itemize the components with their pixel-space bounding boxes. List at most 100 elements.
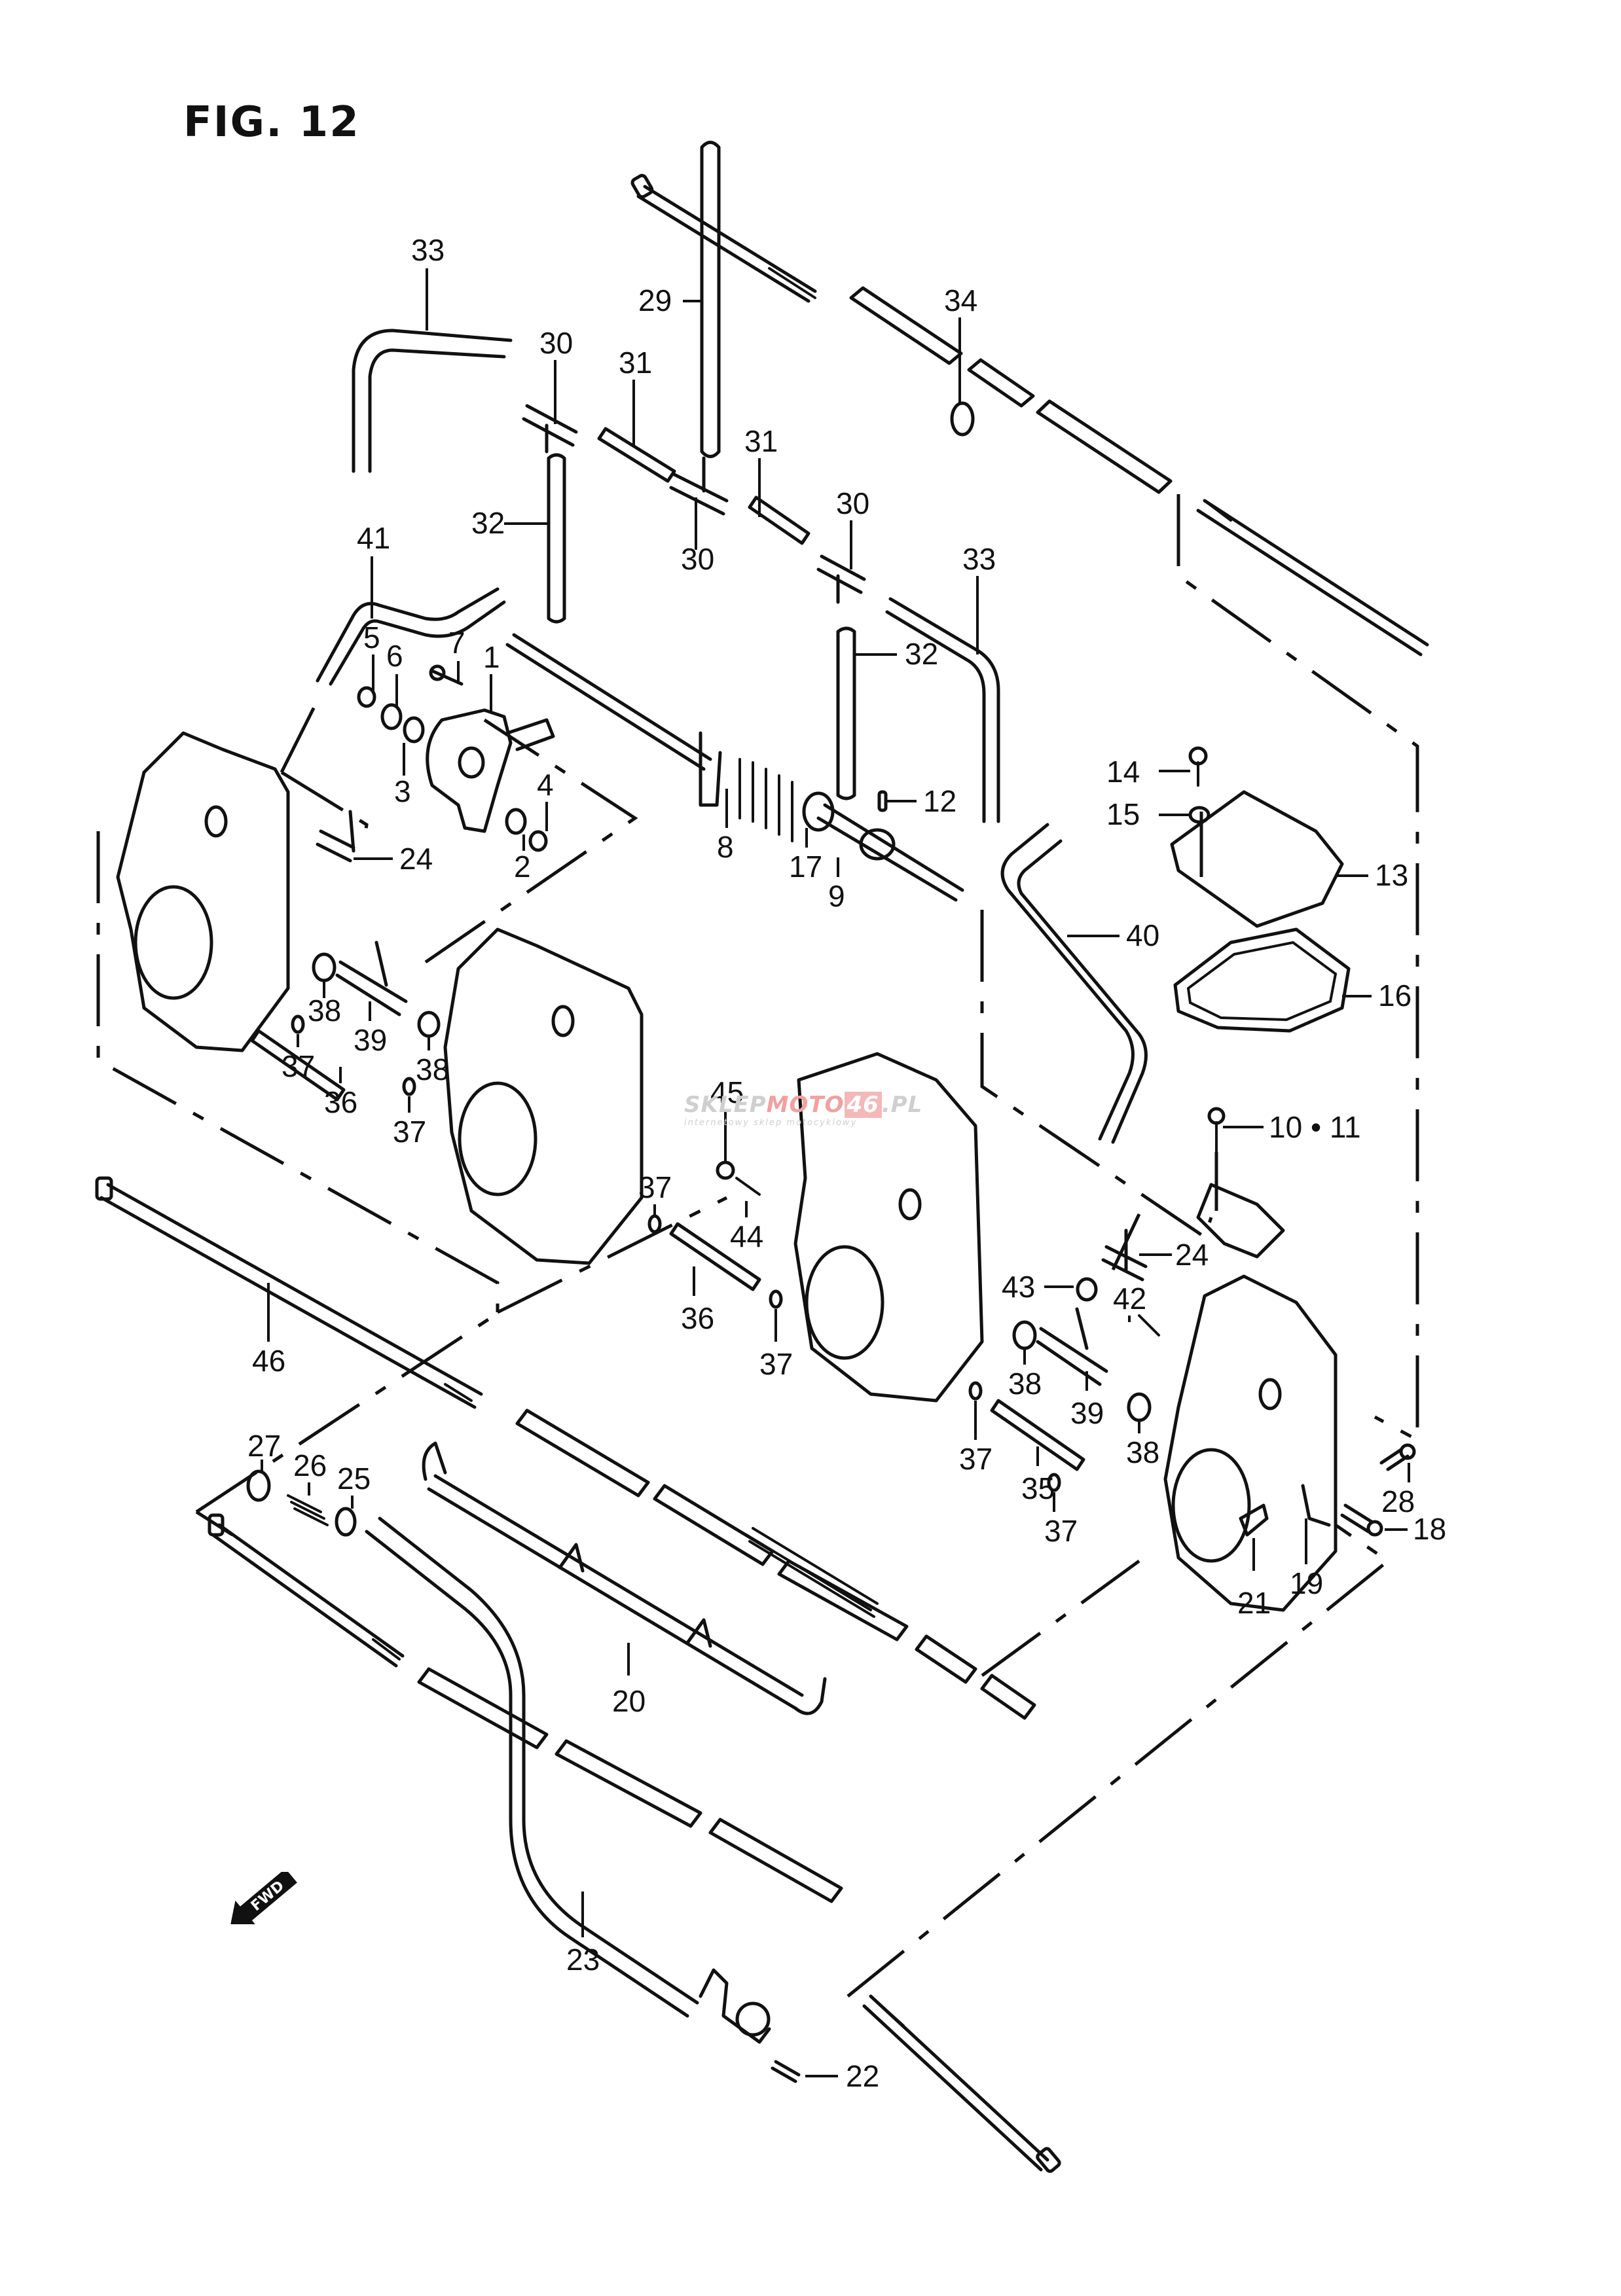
callout-39-right: 39: [1070, 1396, 1104, 1430]
fwd-direction-marker: FWD: [230, 1872, 297, 1924]
fuel-fittings-middle: [647, 1160, 783, 1309]
callout-24-left: 24: [399, 842, 433, 876]
long-bolt-46: [95, 1176, 483, 1409]
bent-hose-41: [316, 587, 506, 686]
callout-38-right-b: 38: [1126, 1435, 1159, 1469]
callout-36-middle: 36: [681, 1301, 714, 1335]
callouts: 33 29 30 31 30 31 30 32 32 33 34 41 5 6 …: [247, 233, 1446, 2093]
callout-13: 13: [1375, 858, 1408, 892]
carburetor-body-1: [116, 731, 290, 1052]
bolt-head: [630, 173, 654, 199]
callout-30-middle: 30: [681, 542, 714, 576]
callout-37-right-a: 37: [959, 1442, 993, 1476]
callout-32-left: 32: [471, 506, 505, 540]
callout-40: 40: [1126, 918, 1159, 952]
small-parts-25-26-27: [208, 1469, 405, 1668]
callout-37-middle: 37: [759, 1347, 793, 1381]
callout-36-left: 36: [324, 1085, 357, 1119]
fuel-fittings-left: [250, 941, 441, 1102]
short-hose-31-a: [597, 427, 676, 483]
callout-44: 44: [730, 1219, 763, 1253]
callout-28: 28: [1381, 1484, 1415, 1518]
vertical-hose-32-left: [547, 453, 566, 624]
throttle-shaft-assembly: [505, 633, 964, 902]
upper-long-bolt: [636, 185, 817, 303]
bent-hose-40: [1000, 823, 1148, 1144]
screw-22: [771, 2060, 801, 2083]
callout-34: 34: [944, 283, 977, 317]
throttle-lever-1-and-washers: [357, 664, 555, 852]
callout-12: 12: [923, 784, 956, 818]
upper-bolt-and-hoses: [630, 173, 1429, 656]
arrow-left-icon: [230, 1872, 297, 1924]
watermark-subtitle: internetowy sklep motocyklowy: [684, 1118, 858, 1128]
bracket: [1196, 1183, 1285, 1259]
callout-31-left: 31: [619, 346, 652, 380]
carburetor-body-3: [793, 1052, 984, 1403]
callout-37-left-b: 37: [393, 1115, 426, 1149]
callout-31-right: 31: [744, 424, 778, 458]
bent-hose-33-right: [885, 597, 1000, 823]
bolt-thread-right: [1203, 499, 1232, 522]
throttle-return-spring: [745, 1527, 879, 1618]
carburetor-body-4: [1163, 1274, 1338, 1612]
callout-27: 27: [247, 1429, 281, 1463]
assembly-reference-lines: [96, 494, 1419, 1998]
hose-segment-b: [967, 358, 1035, 408]
short-hose-31-b: [748, 495, 810, 545]
callout-7: 7: [448, 626, 465, 660]
callout-4: 4: [537, 768, 554, 802]
callout-39-left: 39: [354, 1023, 387, 1057]
callout-5: 5: [363, 620, 380, 655]
gasket-16: [1173, 927, 1351, 1033]
pin-12: [877, 790, 888, 812]
callout-41: 41: [357, 521, 390, 555]
callout-26: 26: [293, 1448, 327, 1482]
screw-10-11: [1207, 1107, 1226, 1153]
callout-3: 3: [394, 774, 411, 808]
callout-37-right-b: 37: [1044, 1514, 1078, 1548]
bent-hose-33-left: [352, 329, 513, 473]
callout-35: 35: [1021, 1471, 1055, 1505]
callout-42: 42: [1113, 1282, 1146, 1316]
callout-1: 1: [483, 640, 500, 674]
callout-2: 2: [514, 850, 531, 884]
callout-46: 46: [252, 1344, 285, 1378]
callout-23: 23: [566, 1943, 600, 1977]
callout-20: 20: [612, 1684, 646, 1718]
callout-38-left-b: 38: [416, 1052, 449, 1086]
callout-8: 8: [717, 830, 734, 864]
top-cover-13: [1170, 790, 1344, 928]
callout-38-left-a: 38: [308, 994, 341, 1028]
t-joints-30: [522, 404, 866, 604]
callout-15: 15: [1106, 797, 1140, 831]
callout-37-middle-top: 37: [638, 1170, 672, 1204]
vertical-hose-32-right: [836, 626, 856, 800]
callout-19: 19: [1290, 1566, 1323, 1600]
hose-segment-c: [1036, 399, 1173, 494]
callout-16: 16: [1378, 978, 1412, 1013]
callout-30-right: 30: [836, 486, 869, 520]
callout-29: 29: [638, 283, 672, 317]
watermark-badge: 46: [844, 1092, 882, 1118]
callout-45: 45: [710, 1075, 744, 1109]
callout-38-right-a: 38: [1008, 1367, 1042, 1401]
callout-24-right: 24: [1175, 1238, 1209, 1272]
callout-9: 9: [828, 879, 845, 913]
callout-37-left-a: 37: [282, 1049, 315, 1083]
carburetor-body-2: [443, 927, 644, 1265]
callout-30-upper-left: 30: [539, 326, 573, 360]
watermark-domain: .PL: [881, 1092, 923, 1118]
screws-14-15: [1188, 746, 1211, 824]
watermark-text-gray: SKLEP: [684, 1092, 767, 1118]
hose-23: [365, 1516, 771, 2044]
lower-long-bolt: [862, 1994, 1061, 2173]
lower-right-long-bolt: [1196, 499, 1429, 656]
lower-hose-segments: [417, 1408, 1036, 1903]
watermark-text-red: MOTO: [766, 1092, 845, 1118]
callout-21: 21: [1237, 1586, 1271, 1620]
callout-33-right: 33: [962, 542, 996, 576]
bolt-thread: [768, 267, 816, 299]
